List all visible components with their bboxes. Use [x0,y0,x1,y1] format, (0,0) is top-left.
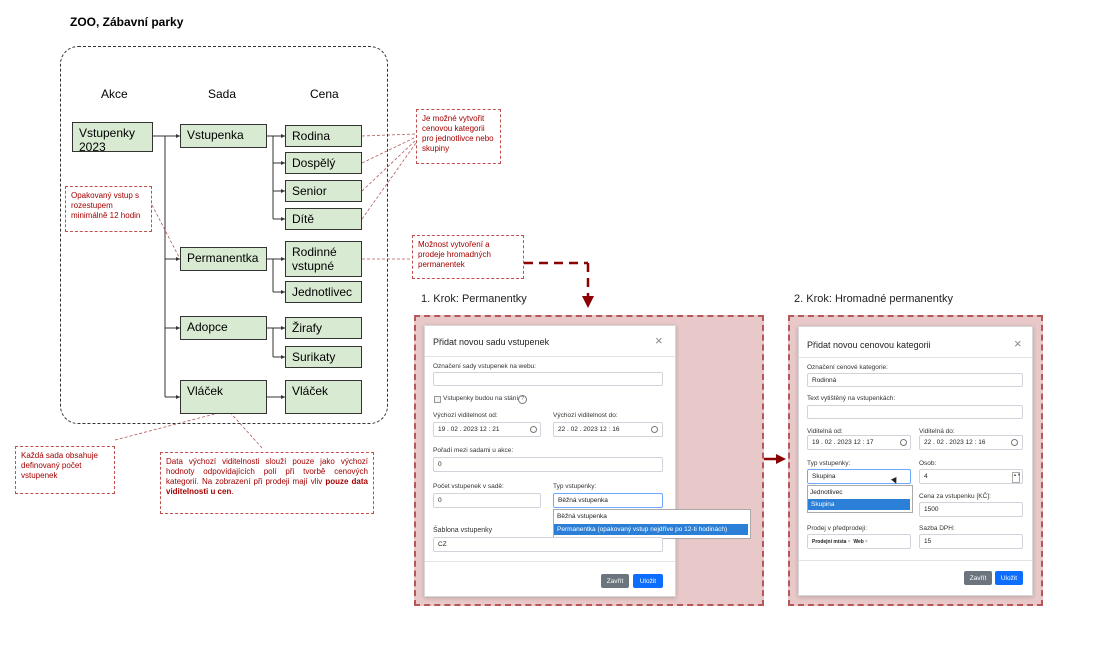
node-jednotlivec: Jednotlivec [285,281,362,303]
column-header-cena: Cena [310,87,339,101]
clock-icon [1011,439,1018,446]
close-button[interactable]: Zavřít [964,571,992,585]
save-button[interactable]: Uložit [633,574,663,588]
vat-input[interactable]: 15 [919,534,1023,549]
presale-tag: Prodejní místa [812,538,847,545]
price-input[interactable]: 1500 [919,502,1023,517]
order-input[interactable]: 0 [433,457,663,472]
vis-from-value: 19 . 02 . 2023 12 : 17 [812,439,874,446]
clock-icon [530,426,537,433]
step1-modal: Přidat novou sadu vstupenek × Označení s… [424,325,751,597]
node-vstupenka: Vstupenka [180,124,267,148]
standing-label: Vstupenky budou na stání [443,395,519,402]
print-text-label: Text vytištěný na vstupenkách: [807,395,896,402]
count-input[interactable]: 0 [433,493,541,508]
diagram-frame [60,46,388,424]
close-icon[interactable]: × [1014,336,1022,351]
type-label: Typ vstupenky: [807,460,851,467]
step2-modal-title: Přidat novou cenovou kategorii [807,340,931,350]
close-icon[interactable]: × [655,333,663,348]
node-vstupenky-2023: Vstupenky 2023 [72,122,153,154]
remove-tag-icon[interactable]: × [864,538,868,545]
category-input[interactable]: Rodinná [807,373,1023,387]
step2-title: 2. Krok: Hromadné permanentky [794,293,953,305]
web-label: Označení sady vstupenek na webu: [433,363,536,370]
node-zirafy: Žirafy [285,317,362,339]
type-select[interactable]: Běžná vstupenka [553,493,663,508]
node-vlacek-sada: Vláček [180,380,267,414]
clock-icon [651,426,658,433]
presale-input[interactable]: Prodejní místa× Web× [807,534,911,549]
count-label: Počet vstupenek v sadě: [433,483,504,490]
type-option[interactable]: Běžná vstupenka [557,513,607,520]
modal-divider [799,357,1032,358]
node-vlacek-cena: Vláček [285,380,362,414]
vis-to-input[interactable]: 22 . 02 . 2023 12 : 16 [919,435,1023,450]
clock-icon [900,439,907,446]
type-dropdown: Jednotlivec Skupina [807,485,913,513]
step2-modal: Přidat novou cenovou kategorii × Označen… [798,326,1033,596]
vis-to-input[interactable]: 22 . 02 . 2023 12 : 16 [553,422,663,437]
node-surikaty: Surikaty [285,346,362,368]
vis-to-value: 22 . 02 . 2023 12 : 16 [924,439,986,446]
node-dospely: Dospělý [285,152,362,174]
standing-checkbox[interactable] [434,396,441,403]
column-header-sada: Sada [208,87,237,101]
presale-tag: Web [853,538,864,545]
stepper-icon[interactable]: ▲▼ [1012,472,1021,483]
vis-from-input[interactable]: 19 . 02 . 2023 12 : 21 [433,422,541,437]
persons-input[interactable]: 4 [919,469,1023,484]
modal-divider [799,560,1032,561]
vat-label: Sazba DPH: [919,525,955,532]
column-header-akce: Akce [101,87,128,101]
template-input[interactable]: CZ [433,537,663,552]
vis-from-label: Výchozí viditelnost od: [433,412,498,419]
persons-label: Osob: [919,460,937,467]
note-data-end: . [231,487,234,496]
node-senior: Senior [285,180,362,202]
remove-tag-icon[interactable]: × [847,538,851,545]
vis-to-label: Viditelná do: [919,428,955,435]
order-label: Pořadí mezi sadami u akce: [433,447,514,454]
price-label: Cena za vstupenku [KČ]: [919,493,991,500]
vis-from-label: Viditelná od: [807,428,843,435]
page-title: ZOO, Zábavní parky [70,15,184,29]
web-input[interactable] [433,372,663,386]
note-cenova-kategorie: Je možné vytvořit cenovou kategorii pro … [416,109,501,164]
type-option-selected[interactable]: Permanentka (opakovaný vstup nejdříve po… [554,524,748,535]
node-dite: Dítě [285,208,362,230]
step1-title: 1. Krok: Permanentky [421,293,527,305]
close-button[interactable]: Zavřít [601,574,629,588]
vis-from-value: 19 . 02 . 2023 12 : 21 [438,426,500,433]
category-label: Označení cenové kategorie: [807,364,888,371]
save-button[interactable]: Uložit [995,571,1023,585]
vis-to-value: 22 . 02 . 2023 12 : 16 [558,426,620,433]
note-data-text: Data výchozí viditelnosti slouží pouze j… [166,457,368,486]
note-data-bold: pouze data viditelnosti u cen [166,477,368,496]
template-label: Šablona vstupenky [433,527,493,534]
note-kazda-sada: Každá sada obsahuje definovaný počet vst… [15,446,115,494]
note-opakovany-vstup: Opakovaný vstup s rozestupem minimálně 1… [65,186,152,232]
type-option[interactable]: Jednotlivec [810,489,843,496]
step1-modal-title: Přidat novou sadu vstupenek [433,337,550,347]
print-text-input[interactable] [807,405,1023,419]
modal-divider [425,561,675,562]
node-permanentka: Permanentka [180,247,267,271]
type-label: Typ vstupenky: [553,483,597,490]
type-select[interactable]: Skupina [807,469,911,484]
node-adopce: Adopce [180,316,267,340]
note-hromadne-permanentky: Možnost vytvoření a prodeje hromadných p… [412,235,524,279]
vis-from-input[interactable]: 19 . 02 . 2023 12 : 17 [807,435,911,450]
type-dropdown: Běžná vstupenka Permanentka (opakovaný v… [553,509,751,539]
node-rodina: Rodina [285,125,362,147]
note-data-viditelnosti: Data výchozí viditelnosti slouží pouze j… [160,452,374,514]
vis-to-label: Výchozí viditelnost do: [553,412,618,419]
node-rodinne-vstupne: Rodinné vstupné [285,241,362,277]
type-option-selected[interactable]: Skupina [808,499,910,510]
modal-divider [425,356,675,357]
presale-label: Prodej v předprodeji: [807,525,867,532]
help-icon[interactable]: ? [518,395,527,404]
